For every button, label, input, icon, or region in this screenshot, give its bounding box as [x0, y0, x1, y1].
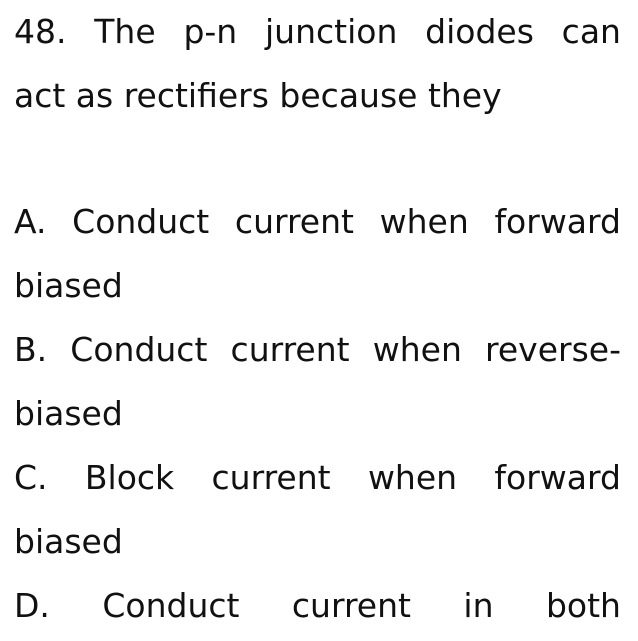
option-b-line-2: biased	[14, 394, 123, 433]
question-text-line-2: act as rectifiers because they	[14, 76, 502, 115]
option-a-word: current	[234, 202, 354, 241]
option-d-word: both	[545, 586, 621, 625]
option-d-word: Conduct	[102, 586, 240, 625]
option-b-word: Conduct	[70, 330, 208, 369]
option-d-line-1: D. Conduct current in both	[14, 584, 621, 628]
option-b-word: B.	[14, 330, 48, 369]
option-c-word: forward	[494, 458, 621, 497]
question-word: can	[561, 12, 621, 51]
option-a-word: A.	[14, 202, 47, 241]
option-c-line-1: C. Block current when forward	[14, 456, 621, 500]
option-c-word: C.	[14, 458, 48, 497]
option-a-word: when	[379, 202, 469, 241]
question-word: 48.	[14, 12, 67, 51]
option-c-line-2: biased	[14, 522, 123, 561]
option-d-word: current	[291, 586, 411, 625]
option-a-word: forward	[494, 202, 621, 241]
option-a-line-2: biased	[14, 266, 123, 305]
option-c-word: when	[367, 458, 458, 497]
question-word: p-n	[183, 12, 238, 51]
question-word: diodes	[425, 12, 534, 51]
question-word: junction	[265, 12, 398, 51]
option-d-word: in	[463, 586, 494, 625]
option-c-word: current	[211, 458, 331, 497]
question-word: The	[94, 12, 156, 51]
option-b-word: reverse-	[485, 330, 621, 369]
option-a-word: Conduct	[72, 202, 210, 241]
option-c-word: Block	[84, 458, 175, 497]
option-b-word: when	[372, 330, 462, 369]
option-b-word: current	[230, 330, 350, 369]
option-b-line-1: B. Conduct current when reverse-	[14, 328, 621, 372]
option-d-word: D.	[14, 586, 50, 625]
option-a-line-1: A. Conduct current when forward	[14, 200, 621, 244]
question-text-line-1: 48. The p-n junction diodes can	[14, 10, 621, 54]
